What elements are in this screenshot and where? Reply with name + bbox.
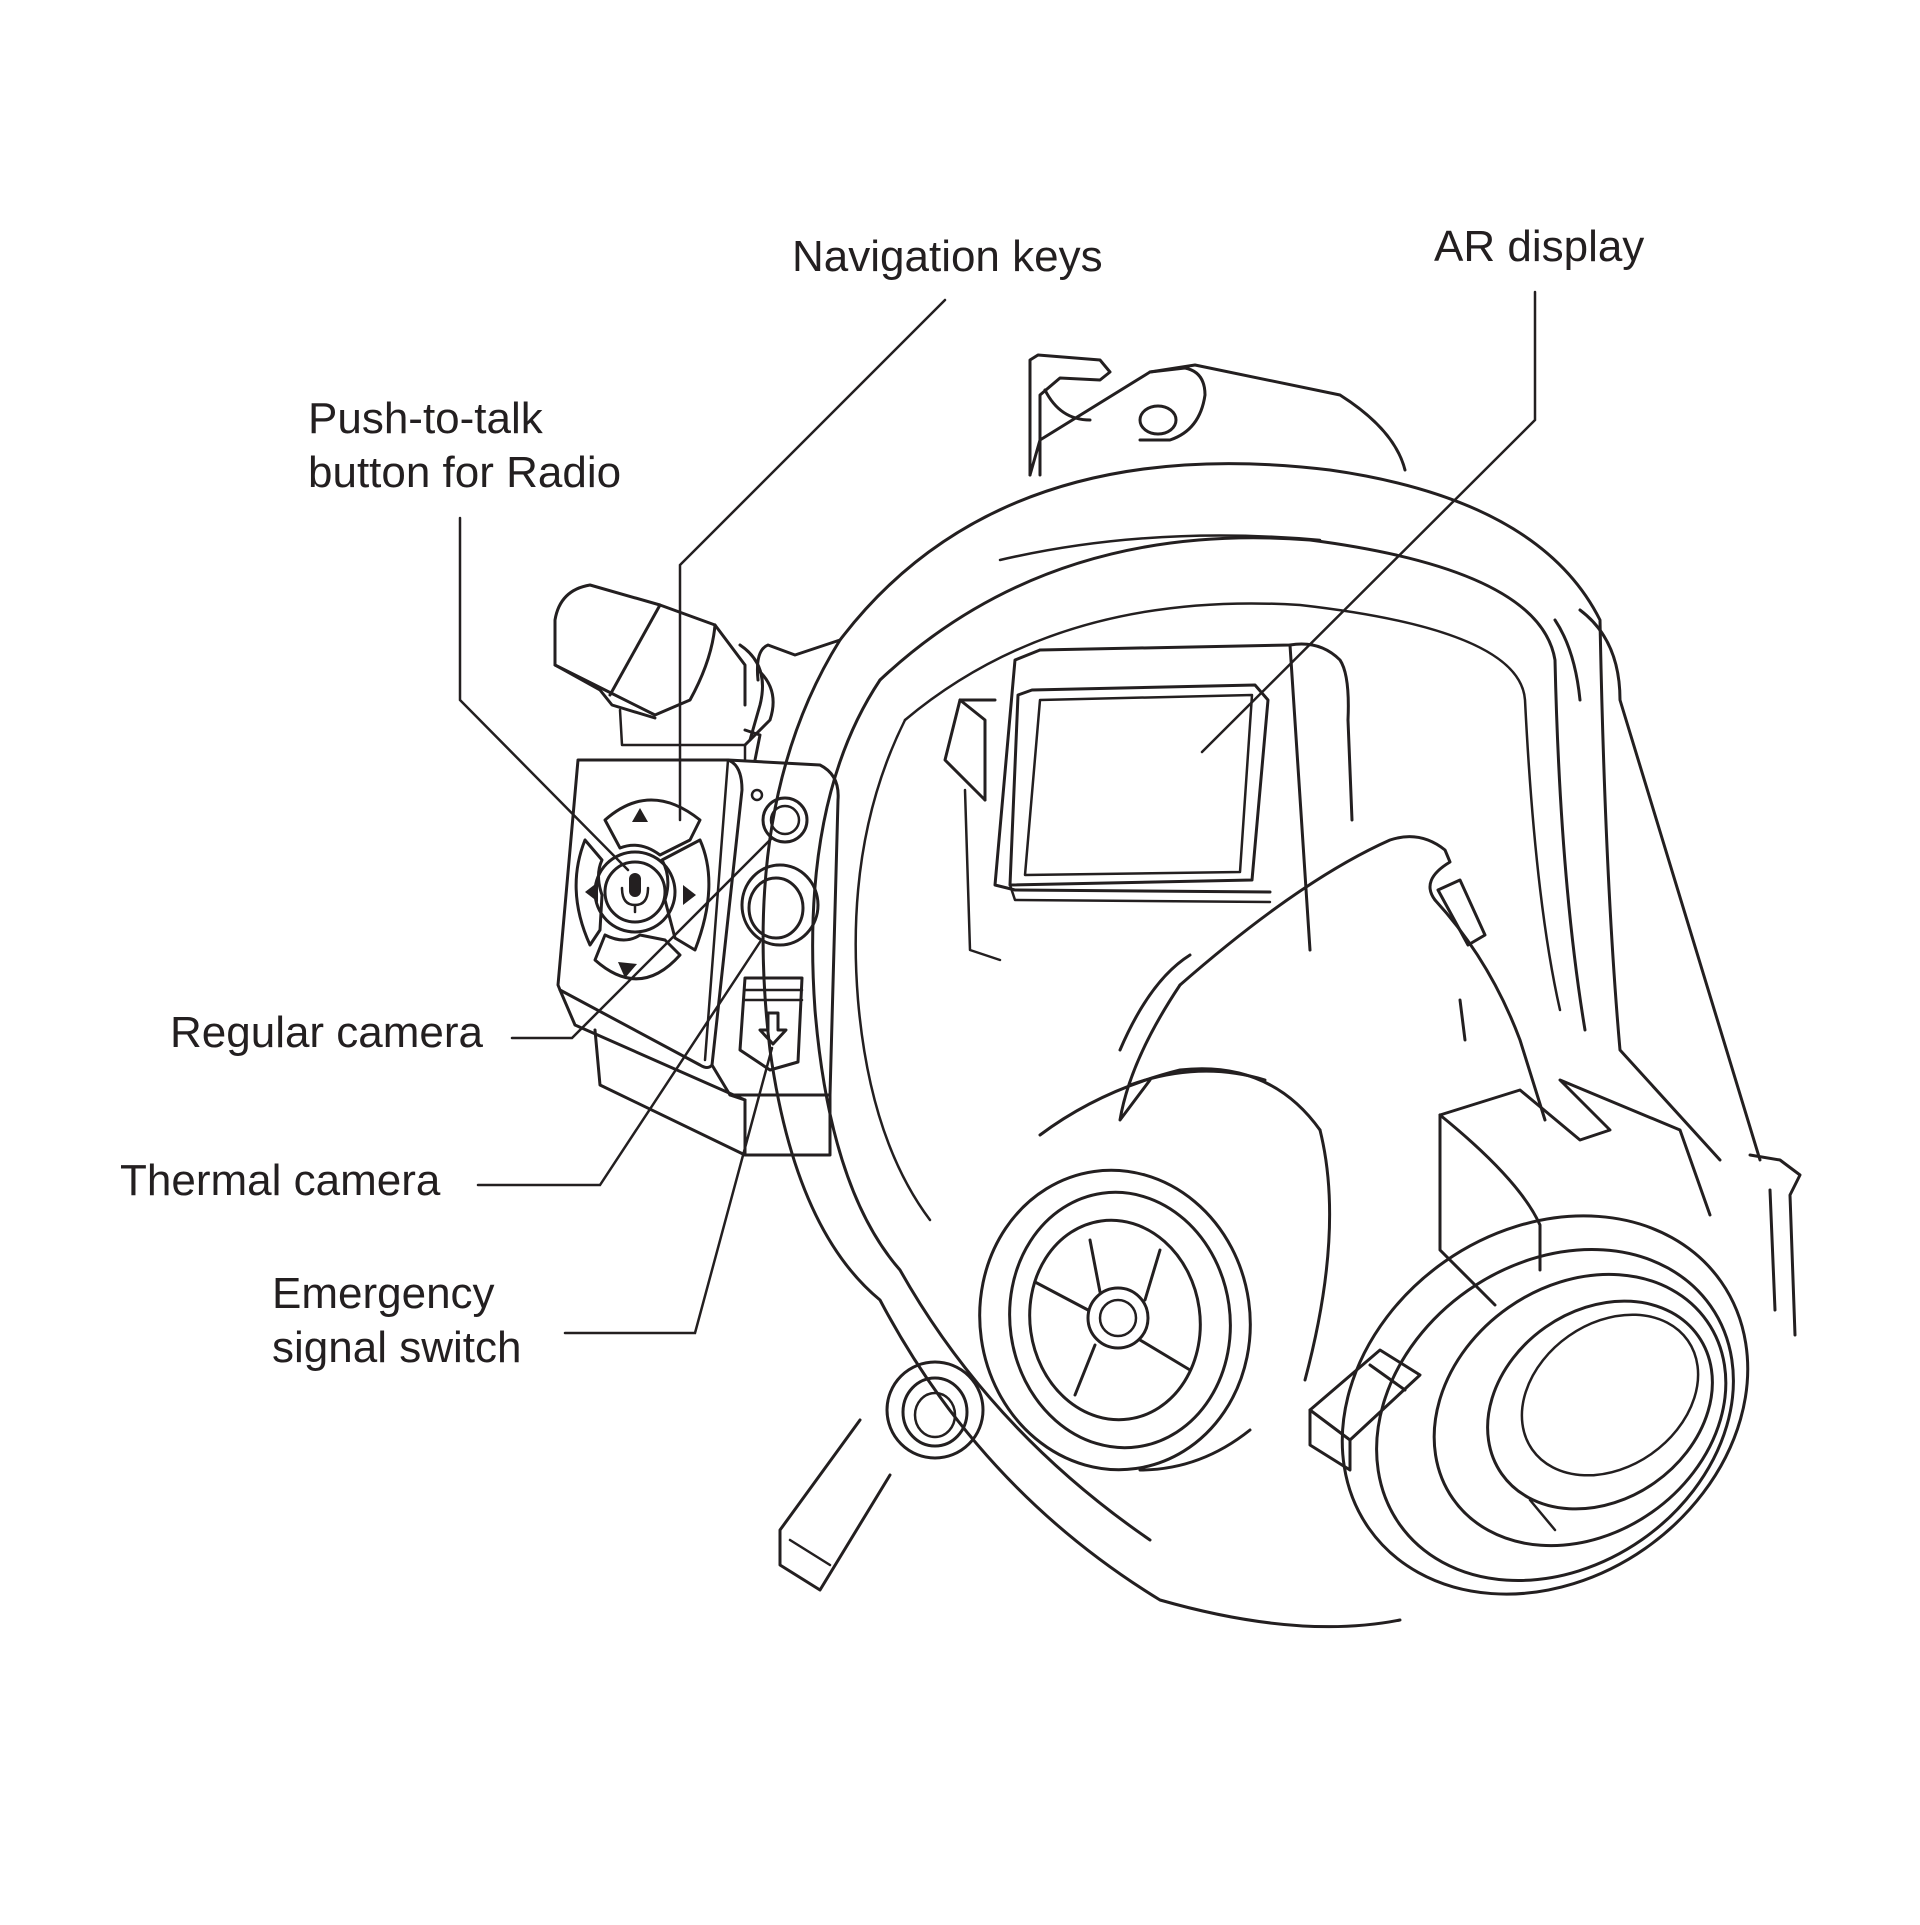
control-module [556, 758, 840, 1157]
down-arrow-icon [758, 1011, 788, 1046]
leader-emergency-switch [563, 1046, 774, 1335]
label-emergency-switch: Emergency signal switch [272, 1267, 521, 1375]
label-thermal-camera: Thermal camera [120, 1156, 441, 1205]
label-navigation-keys: Navigation keys [792, 232, 1103, 281]
leader-regular-camera [510, 836, 774, 1040]
device-mount [553, 583, 764, 762]
nose-cup [1118, 835, 1547, 1122]
arrow-left-icon [585, 882, 598, 902]
emergency-switch [738, 976, 804, 1072]
leader-ar-display [1200, 290, 1537, 754]
label-push-to-talk-line1: Push-to-talk [308, 394, 543, 443]
leader-thermal-camera [476, 940, 762, 1187]
inhalation-port [1308, 1078, 1802, 1596]
side-bracket [743, 638, 842, 747]
strap-knob [778, 1360, 985, 1592]
microphone-icon [620, 873, 650, 914]
label-push-to-talk-line2: button for Radio [308, 448, 622, 497]
leader-navigation-keys [678, 298, 947, 822]
label-ar-display: AR display [1434, 222, 1645, 271]
thermal-camera-lens [740, 863, 820, 947]
label-push-to-talk: Push-to-talk button for Radio [308, 392, 621, 500]
ar-display-module [943, 642, 1354, 962]
voice-emitter [978, 1067, 1332, 1472]
mask-frame [761, 363, 1762, 1629]
regular-camera-lens [761, 796, 809, 844]
leader-lines [458, 290, 1537, 1335]
label-emergency-line2: signal switch [272, 1323, 522, 1372]
label-emergency-line1: Emergency [272, 1269, 495, 1318]
arrow-down-icon [618, 962, 637, 978]
arrow-right-icon [683, 885, 696, 905]
label-regular-camera: Regular camera [170, 1008, 484, 1057]
arrow-up-icon [632, 808, 648, 822]
strap-buckle [1028, 353, 1207, 477]
leader-push-to-talk [458, 516, 630, 872]
navigation-keypad [574, 798, 711, 981]
